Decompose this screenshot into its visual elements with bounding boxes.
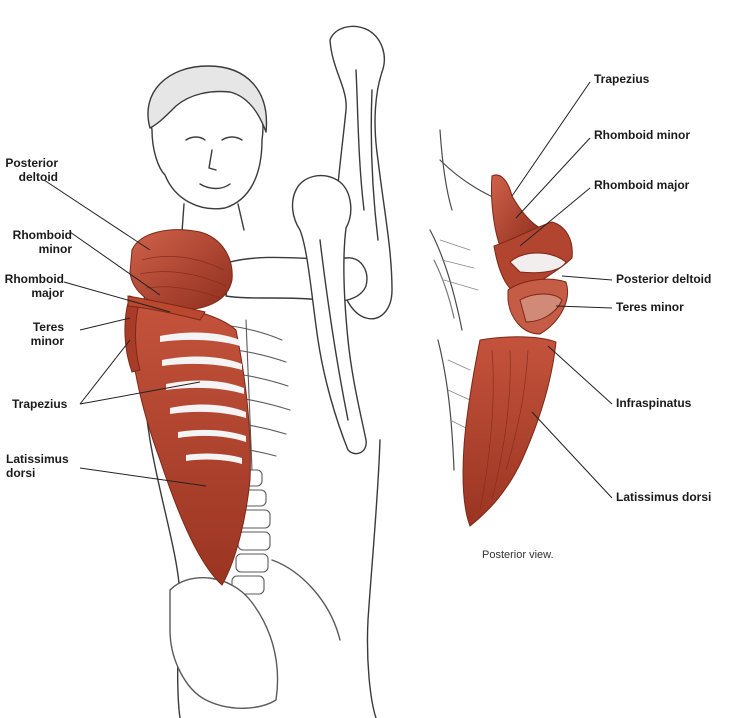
pelvis [169, 577, 279, 709]
teres-minor-right [519, 293, 563, 323]
label-trapezius-right: Trapezius [594, 72, 650, 86]
leader-lines [43, 81, 613, 499]
label-teres-minor-right: Teres minor [616, 300, 684, 314]
left-figure [142, 25, 393, 718]
label-latissimus-dorsi-left: Latissimus dorsi [6, 452, 69, 480]
neck-outline [439, 129, 453, 211]
label-latissimus-dorsi-right: Latissimus dorsi [616, 490, 712, 504]
posterior-deltoid-left [129, 229, 233, 311]
right-muscles [462, 174, 573, 527]
trapezius-left [124, 295, 141, 373]
label-posterior-deltoid-left: Posterior deltoid [5, 156, 58, 184]
label-rhomboid-major-left: Rhomboid major [4, 272, 64, 300]
label-posterior-deltoid-right: Posterior deltoid [616, 272, 712, 286]
label-rhomboid-major-right: Rhomboid major [594, 178, 690, 192]
latissimus-dorsi-left [129, 299, 251, 586]
crossing-arm [225, 256, 368, 303]
label-rhomboid-minor-left: Rhomboid minor [12, 228, 72, 256]
latissimus-dorsi-right [462, 336, 557, 527]
caption-posterior-view: Posterior view. [482, 549, 554, 561]
label-rhomboid-minor-right: Rhomboid minor [594, 128, 690, 142]
label-infraspinatus-right: Infraspinatus [616, 396, 692, 410]
label-trapezius-left: Trapezius [12, 397, 68, 411]
hair [147, 65, 268, 133]
posterior-deltoid-right [509, 252, 567, 274]
left-muscles [124, 229, 251, 586]
label-teres-minor-left: Teres minor [30, 320, 64, 348]
